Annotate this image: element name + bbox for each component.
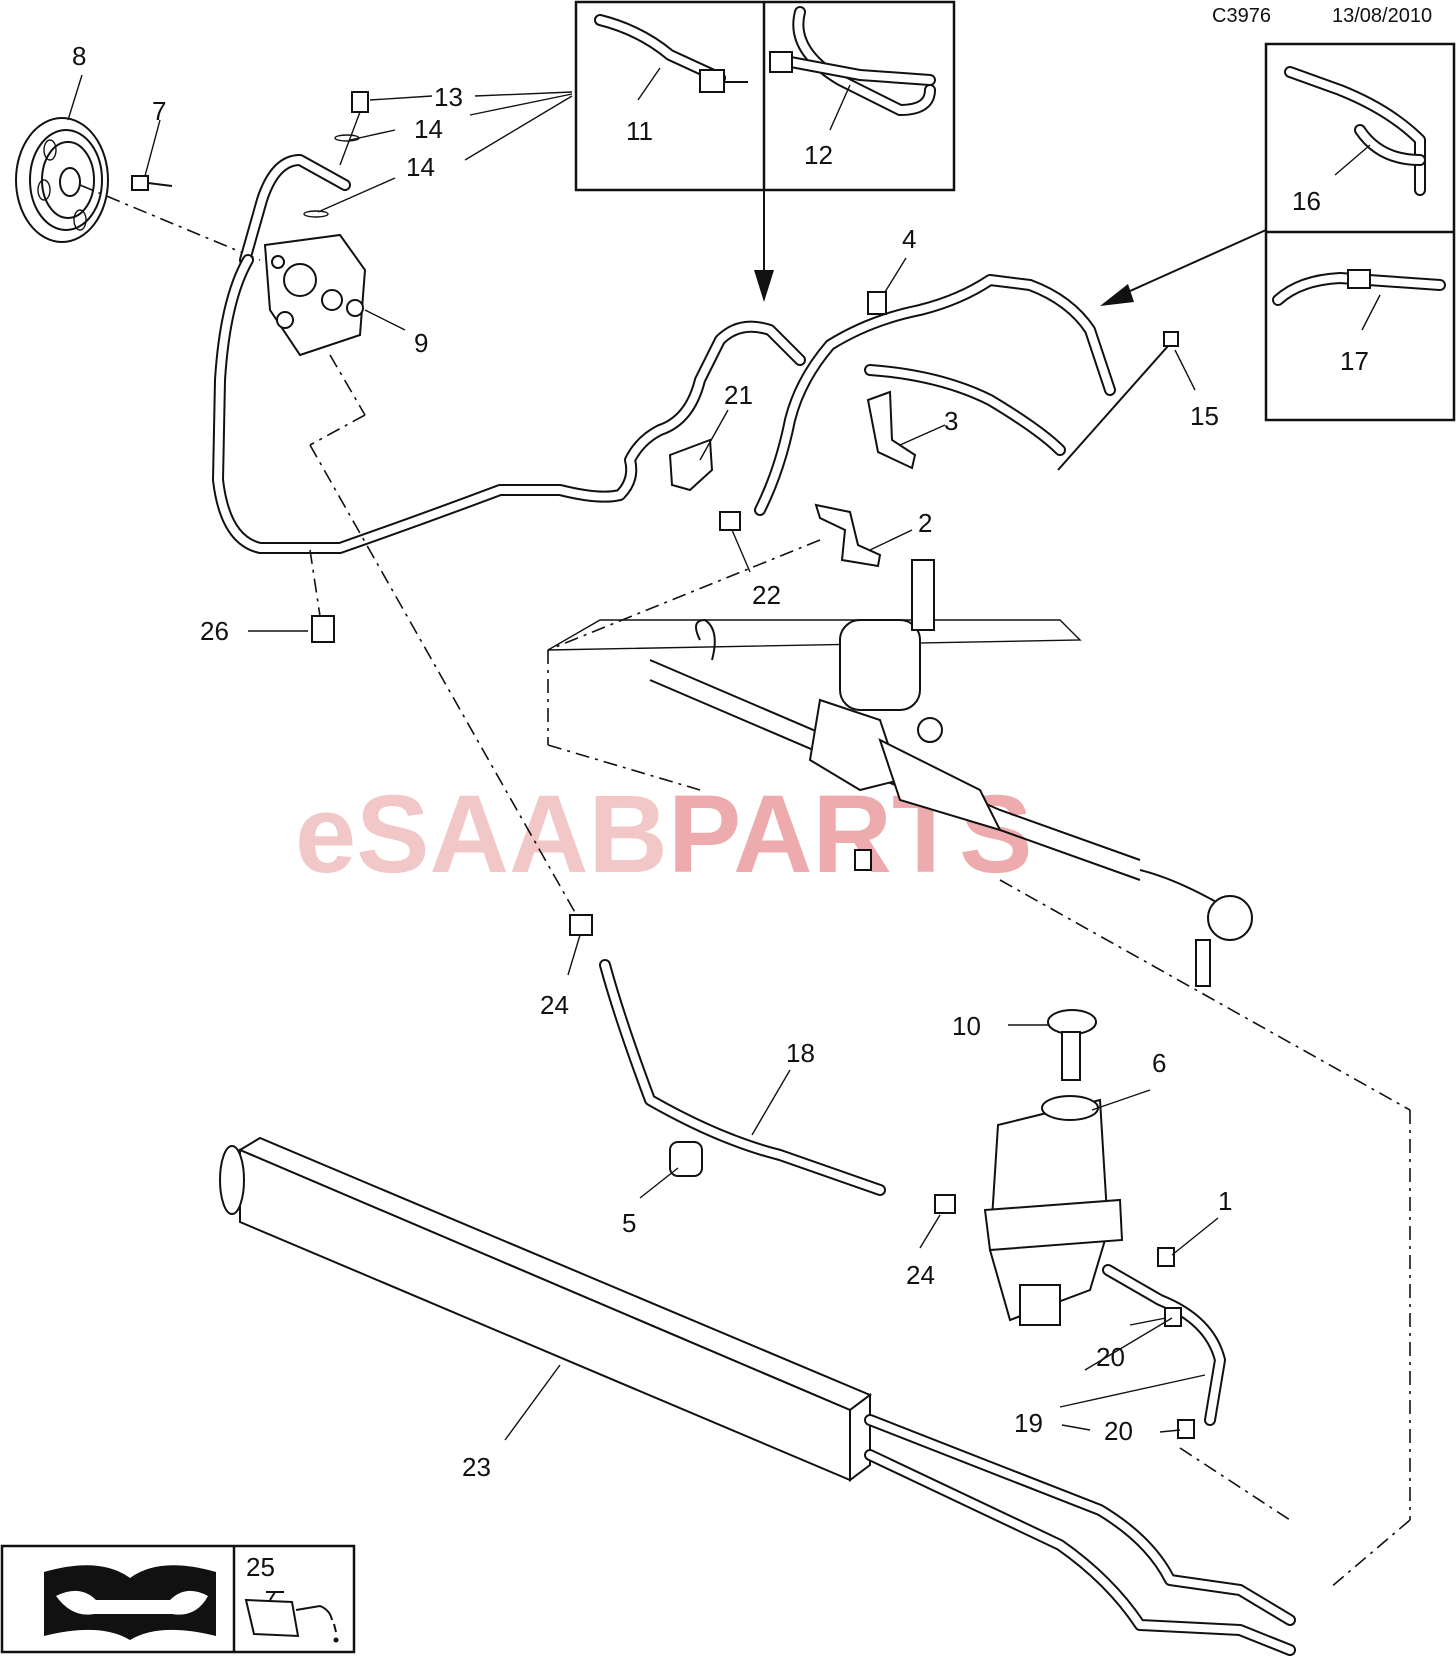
callout-7: 7 [152,96,166,126]
drawing-date: 13/08/2010 [1332,5,1432,27]
callout-8: 8 [72,41,86,71]
callout-14-lower: 14 [406,152,435,182]
callout-24-upper: 24 [540,990,569,1020]
clip-26 [309,549,335,643]
clip-4 [867,291,887,315]
callout-24-lower: 24 [906,1260,935,1290]
bracket-2 [814,503,882,568]
callout-22: 22 [752,580,781,610]
callout-12: 12 [804,140,833,170]
reservoir-cap [1047,1009,1097,1081]
callout-9: 9 [414,328,428,358]
callout-4: 4 [902,224,916,254]
bolt-1 [1157,1247,1175,1267]
bolt-15 [1057,331,1179,471]
callout-23: 23 [462,1452,491,1482]
callout-6: 6 [1152,1048,1166,1078]
bracket-21 [668,438,714,492]
clip-24-top [569,914,593,936]
clip-22 [719,511,741,531]
clip-20-lower [1177,1419,1195,1439]
clip-20-upper [1164,1307,1182,1327]
bolt-7 [131,175,173,191]
pulley [15,117,109,243]
drawing-id: C3976 [1212,5,1271,27]
callout-21: 21 [724,380,753,410]
callout-labels: 1 2 3 4 5 6 7 8 9 10 11 12 13 14 14 15 1… [72,41,1369,1482]
inset-box-16-17 [1264,42,1456,422]
power-steering-pump [263,233,367,357]
callout-20-upper: 20 [1096,1342,1125,1372]
clip-24-lower [934,1194,956,1214]
callout-18: 18 [786,1038,815,1068]
callout-26: 26 [200,616,229,646]
bracket-3 [866,390,917,470]
leader-lines [67,74,1219,1441]
callout-15: 15 [1190,401,1219,431]
steering-rack [547,559,1411,1589]
callout-11: 11 [626,116,653,146]
legend-box: 25 [0,1544,356,1654]
callout-3: 3 [944,406,958,436]
oil-cooler [219,1136,872,1482]
callout-13: 13 [434,82,463,112]
legend-number: 25 [246,1552,275,1582]
service-manual-wrench-icon [44,1565,216,1640]
callout-17: 17 [1340,346,1369,376]
callout-2: 2 [918,508,932,538]
reservoir [983,1095,1124,1326]
callout-1: 1 [1218,1186,1232,1216]
callout-16: 16 [1292,186,1321,216]
callout-10: 10 [952,1011,981,1041]
inset-box-11-12 [574,0,956,192]
callout-14-upper: 14 [414,114,443,144]
clamp-5 [669,1141,703,1177]
callout-20-lower: 20 [1104,1416,1133,1446]
callout-5: 5 [622,1208,636,1238]
callout-19: 19 [1014,1408,1043,1438]
oil-can-icon [244,1591,339,1643]
